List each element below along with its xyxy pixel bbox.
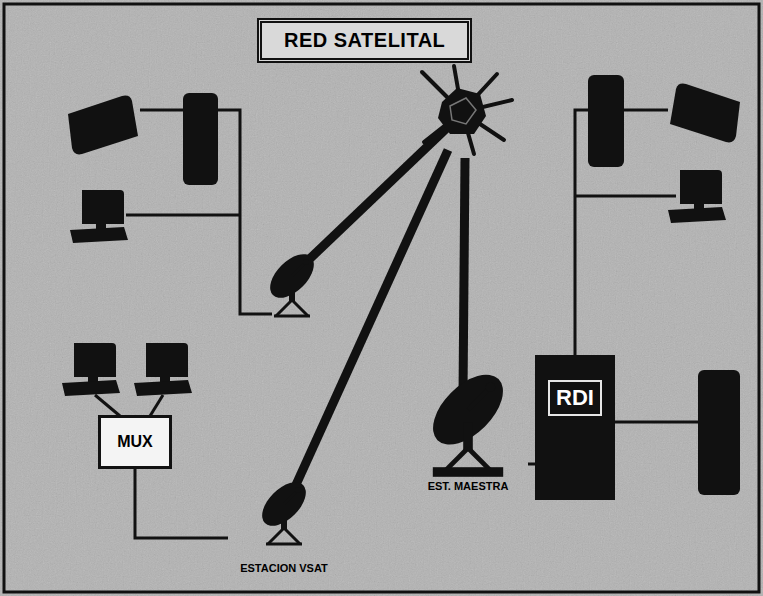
- workstation: [670, 84, 740, 143]
- terminal: [134, 343, 192, 396]
- wire: [95, 395, 120, 416]
- node-label: ESTACION VSAT: [228, 562, 340, 574]
- workstation: [68, 96, 138, 155]
- dish-antenna: [420, 368, 515, 477]
- wire: [150, 395, 163, 416]
- multiplexer-box: MUX: [98, 415, 172, 469]
- node-label: MUX: [117, 433, 153, 451]
- master-station: EST. MAESTRA: [408, 368, 528, 492]
- terminal: [668, 170, 726, 223]
- diagram-title: RED SATELITAL: [257, 18, 472, 63]
- dish-antenna: [254, 478, 313, 544]
- frame: [4, 4, 759, 592]
- terminal: [62, 343, 120, 396]
- wire: [575, 195, 676, 198]
- dish-outline: [228, 478, 340, 574]
- connector-wire: [528, 463, 535, 466]
- satellite-link: [463, 158, 465, 395]
- tower-computer: [588, 75, 624, 167]
- dish-outline: [408, 368, 528, 492]
- dish-antenna: [262, 246, 321, 316]
- tower-computer: [698, 370, 740, 495]
- network-box: RDI: [535, 355, 615, 500]
- terminal: [70, 190, 128, 243]
- connector-wire: [135, 469, 228, 538]
- wire: [614, 421, 700, 424]
- node-label: EST. MAESTRA: [408, 480, 528, 492]
- vsat-station: ESTACION VSAT: [228, 478, 340, 574]
- node-label: RDI: [548, 380, 602, 416]
- satellite: [422, 66, 512, 154]
- tower-computer: [183, 93, 218, 185]
- satellite-link: [290, 150, 448, 498]
- wire: [126, 214, 240, 217]
